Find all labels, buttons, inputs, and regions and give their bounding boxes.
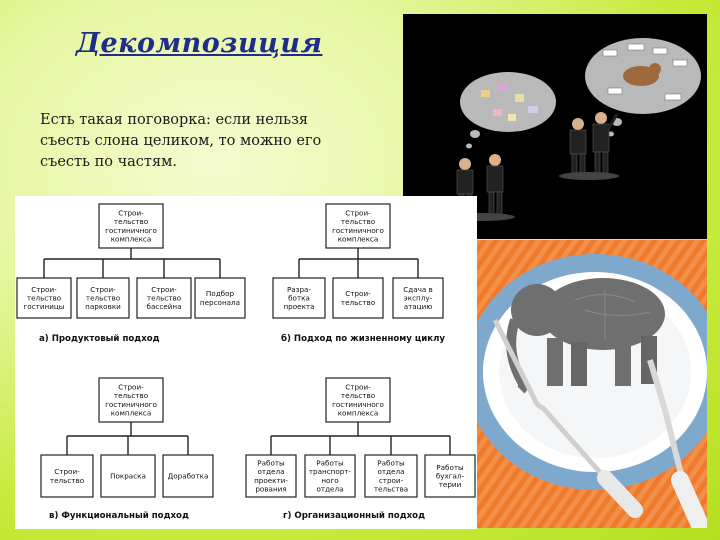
child-node-label: Подбор [206, 289, 235, 298]
diagram-a: Строи-тельствогостиничногокомплексаСтрои… [16, 203, 246, 344]
root-node-label: комплекса [338, 409, 379, 418]
diagram-c: Строи-тельствогостиничногокомплексаСтрои… [40, 377, 214, 521]
child-node-label: персонала [200, 298, 240, 307]
diagram-caption: а) Продуктовый подход [39, 334, 160, 344]
root-node-label: Строи- [118, 382, 144, 391]
child-node-label: Строи- [31, 285, 57, 294]
child-node-label: атацию [404, 302, 433, 311]
diagram-caption: в) Функциональный подход [49, 511, 189, 521]
child-node-label: ботка [288, 294, 310, 303]
child-node-box [194, 277, 246, 319]
root-node-label: тельство [341, 217, 375, 226]
root-node-label: Строи- [345, 382, 371, 391]
child-node-label: Разра- [287, 285, 312, 294]
diagram-d: Строи-тельствогостиничногокомплексаРабот… [245, 377, 476, 521]
diagram-caption: г) Организационный подход [283, 511, 425, 521]
child-node-label: проекта [283, 302, 314, 311]
child-node-label: гостиницы [24, 302, 65, 311]
child-node-label: тельство [147, 294, 181, 303]
root-node-label: гостиничного [105, 226, 157, 235]
root-node-label: Строи- [118, 208, 144, 217]
root-node-label: комплекса [111, 409, 152, 418]
child-node-label: парковки [85, 302, 121, 311]
diagram-b: Строи-тельствогостиничногокомплексаРазра… [272, 203, 445, 344]
child-node-label: рования [255, 485, 286, 494]
decomposition-diagrams: Строи-тельствогостиничногокомплексаСтрои… [16, 203, 476, 521]
elephant-image [475, 240, 707, 528]
child-node-label: терии [439, 480, 462, 489]
child-node-label: тельства [374, 485, 408, 494]
root-node-label: тельство [341, 391, 375, 400]
root-node-label: гостиничного [332, 226, 384, 235]
root-node-label: Строи- [345, 208, 371, 217]
root-node-box [98, 203, 164, 249]
child-node-label: транспорт- [309, 467, 352, 476]
body-line: съесть по частям. [40, 154, 177, 170]
child-node-label: Доработка [168, 472, 209, 481]
child-node-box [16, 277, 72, 319]
child-node-label: ного [321, 476, 338, 485]
diagram-caption: б) Подход по жизненному циклу [281, 333, 445, 344]
child-node-box [304, 454, 356, 498]
body-line: Есть такая поговорка: если нельзя [40, 112, 309, 128]
child-node-box [100, 454, 156, 498]
root-node-box [98, 377, 164, 423]
child-node-label: строи- [379, 476, 404, 485]
child-node-label: тельство [27, 294, 61, 303]
child-node-box [245, 454, 297, 498]
child-node-label: Строи- [345, 289, 371, 298]
child-node-label: Сдача в [403, 285, 433, 294]
root-node-label: тельство [114, 217, 148, 226]
child-node-label: Покраска [110, 472, 146, 481]
child-node-box [76, 277, 130, 319]
child-node-box [424, 454, 476, 498]
root-node-label: комплекса [338, 235, 379, 244]
child-node-label: Работы [436, 463, 464, 472]
child-node-label: Строи- [151, 285, 177, 294]
child-node-label: проекти- [254, 476, 288, 485]
root-node-label: тельство [114, 391, 148, 400]
child-node-label: тельство [86, 294, 120, 303]
root-node-label: гостиничного [105, 400, 157, 409]
child-node-box [40, 454, 94, 498]
child-node-box [272, 277, 326, 319]
child-node-label: бассейна [147, 302, 182, 311]
child-node-label: отдела [378, 467, 405, 476]
child-node-label: Работы [316, 458, 344, 467]
elephant-plate-illustration [475, 240, 707, 528]
child-node-label: Строи- [90, 285, 116, 294]
child-node-box [136, 277, 192, 319]
child-node-label: тельство [341, 298, 375, 307]
child-node-box [162, 454, 214, 498]
child-node-label: эксплу- [404, 294, 433, 303]
child-node-label: бухгал- [436, 472, 465, 481]
child-node-label: тельство [50, 476, 84, 485]
child-node-label: Работы [377, 458, 405, 467]
root-node-box [325, 203, 391, 249]
slide-title: Декомпозиция [76, 28, 323, 59]
root-node-box [325, 377, 391, 423]
body-line: съесть слона целиком, то можно его [40, 133, 322, 149]
child-node-box [332, 277, 384, 319]
slide-body-text: Есть такая поговорка: если нельзя съесть… [40, 110, 380, 173]
child-node-label: отдела [258, 467, 285, 476]
child-node-label: Строи- [54, 467, 80, 476]
child-node-label: Работы [257, 458, 285, 467]
root-node-label: гостиничного [332, 400, 384, 409]
child-node-box [364, 454, 418, 498]
child-node-box [392, 277, 444, 319]
child-node-label: отдела [317, 485, 344, 494]
root-node-label: комплекса [111, 235, 152, 244]
